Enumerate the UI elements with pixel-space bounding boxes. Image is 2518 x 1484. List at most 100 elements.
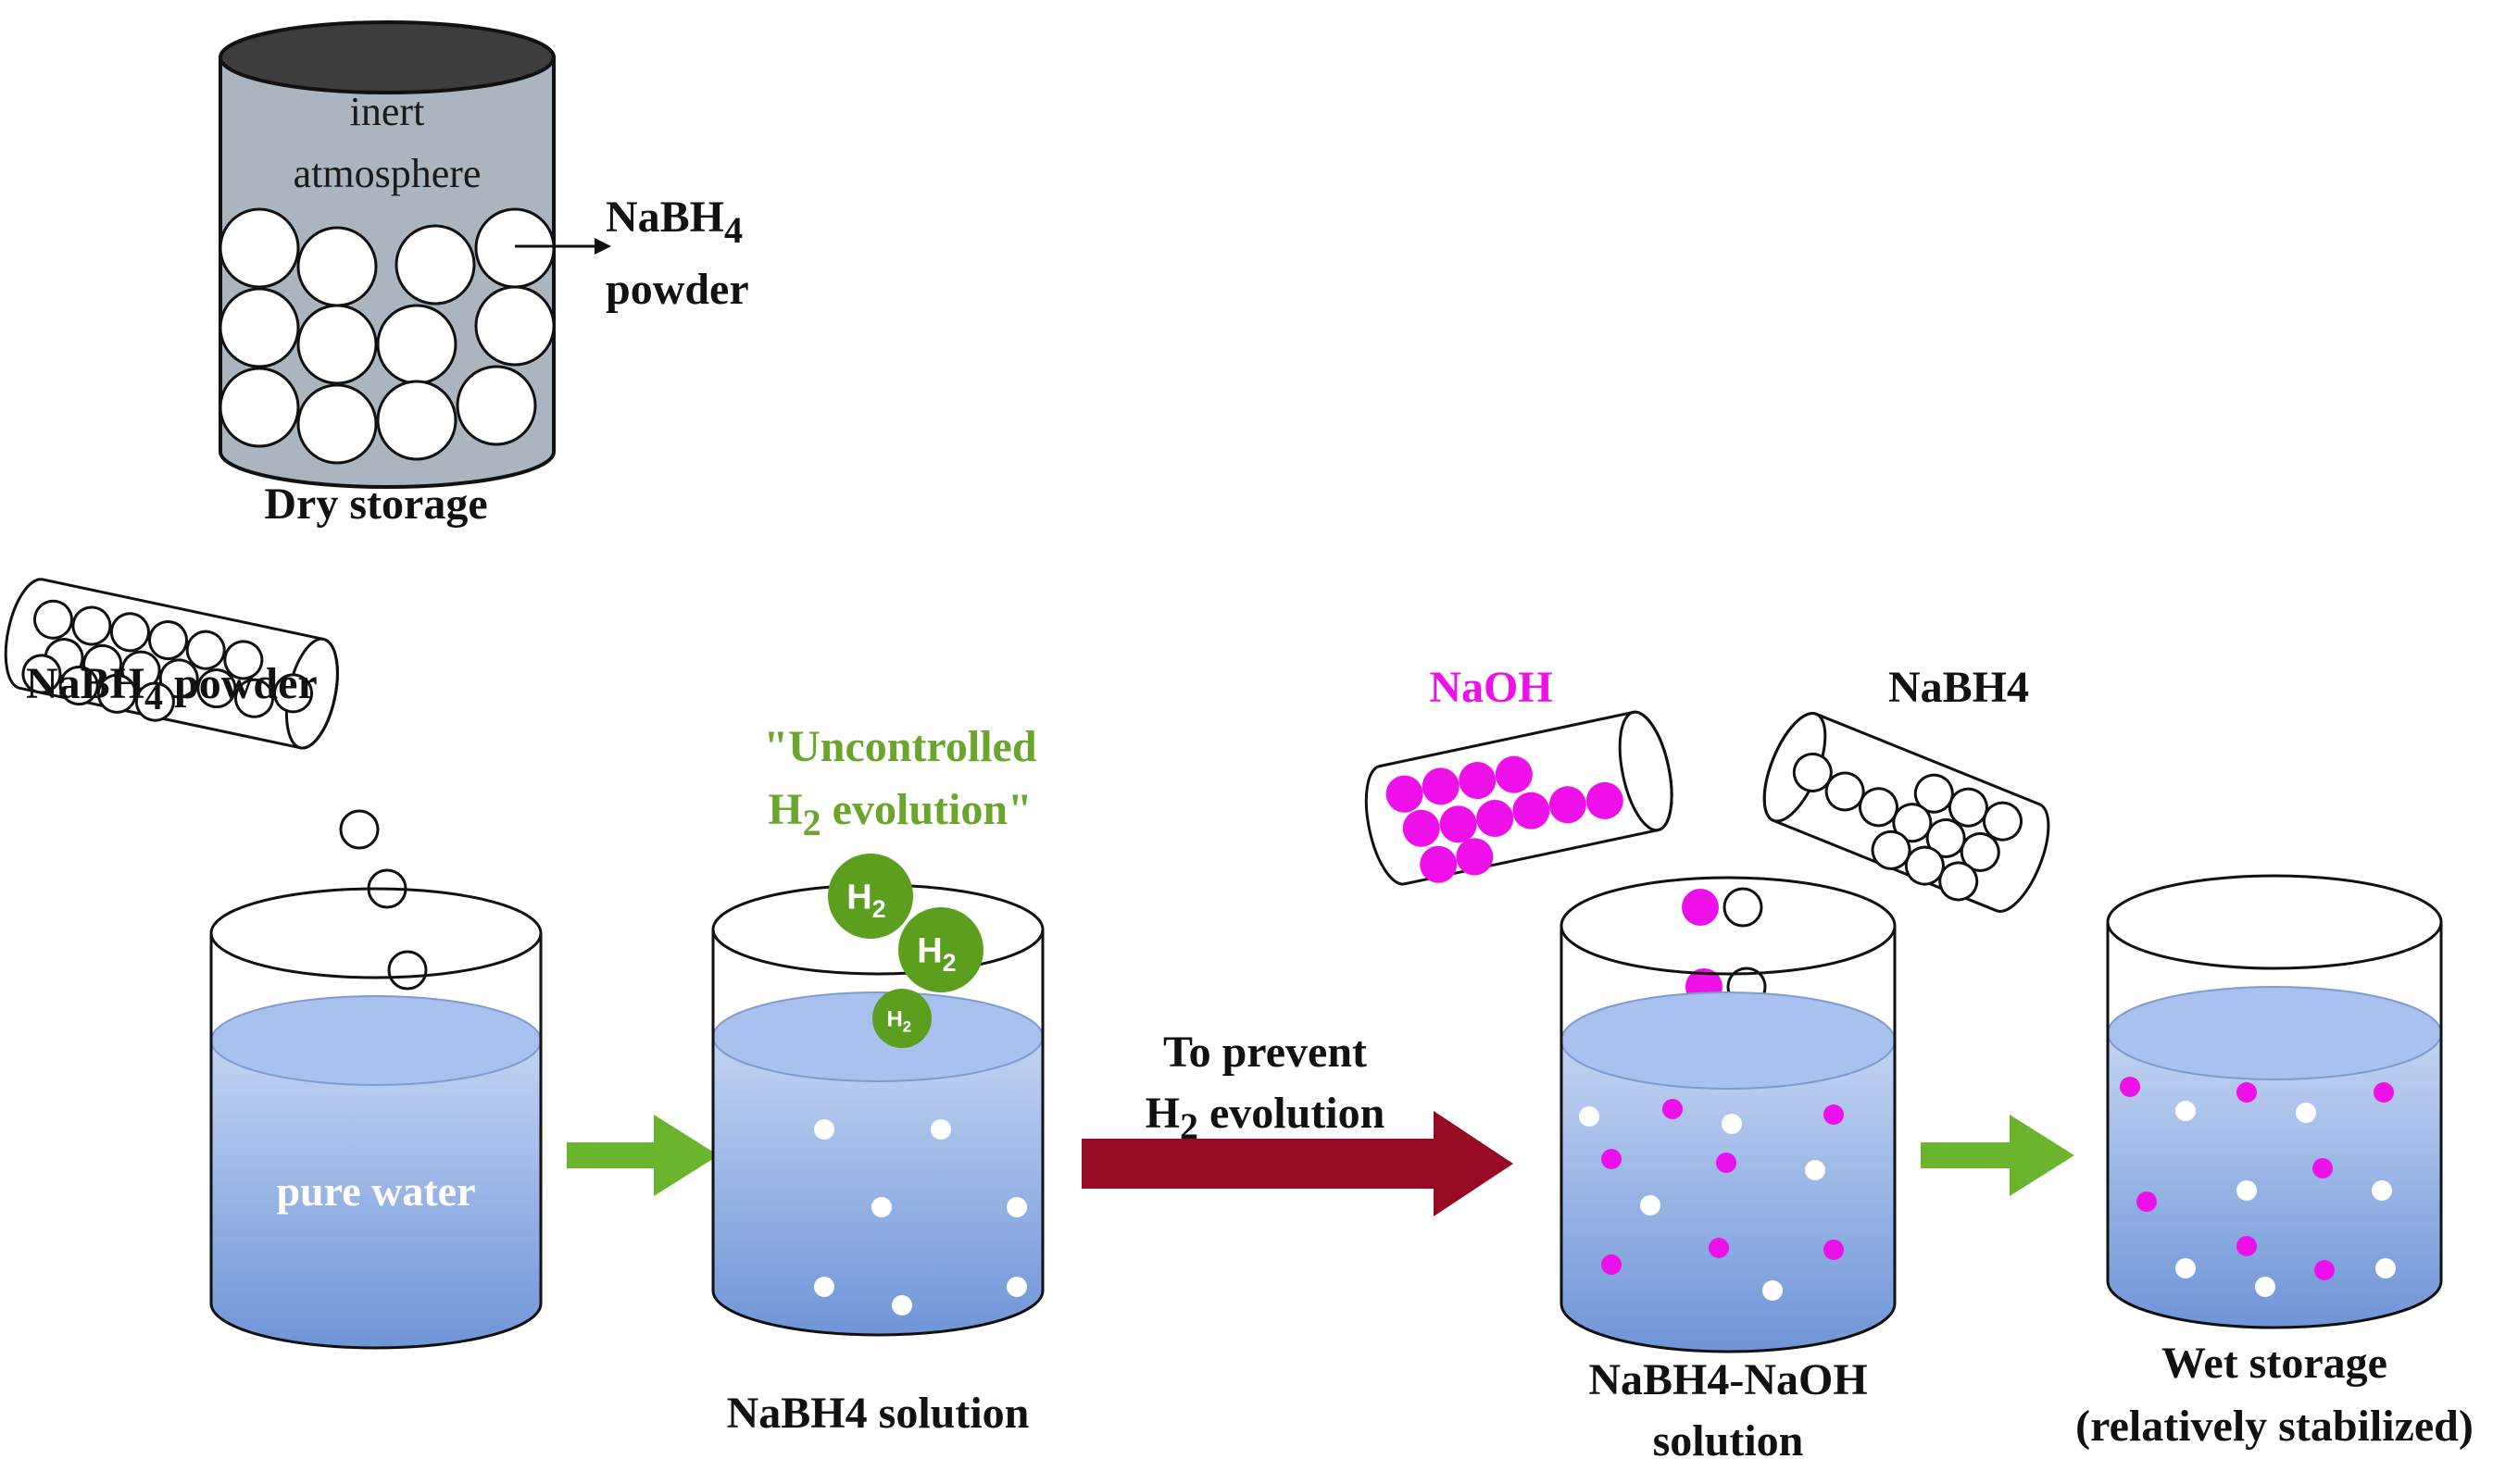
powder-particle (395, 224, 476, 306)
callout-arrow-icon (515, 238, 611, 255)
dissolved-particle (2375, 1258, 2396, 1278)
green-arrow-icon (567, 1115, 719, 1196)
h2-evolution-label: H2 evolution (1146, 1089, 1385, 1147)
powder-particle (158, 658, 199, 699)
dissolved-particle (1722, 1114, 1742, 1134)
beaker-rim (1560, 876, 1897, 976)
naoh-particle (1823, 1240, 1844, 1260)
uncontrolled-label: "Uncontrolled (763, 722, 1036, 771)
nabh4-vial-icon (4, 578, 339, 750)
water-body (713, 1037, 1043, 1335)
naoh-vial-icon (1364, 710, 1673, 886)
powder-particle (96, 673, 137, 714)
pure-water-label: pure water (276, 1167, 475, 1215)
dissolved-particle (1640, 1195, 1660, 1216)
naoh-particle (1512, 792, 1550, 829)
powder-particle (71, 605, 112, 646)
naoh-particle (2236, 1236, 2257, 1256)
beaker-wall (711, 929, 1045, 1337)
powder-particle (21, 654, 62, 694)
dry-storage-caption: Dry storage (264, 480, 487, 529)
nabh4-vial-icon-2 (1762, 712, 2050, 913)
solution-caption: solution (1653, 1416, 1804, 1465)
water-body (1561, 1041, 1895, 1352)
naoh-particle (2236, 1082, 2257, 1103)
dissolved-particle (2236, 1180, 2257, 1201)
powder-particle (196, 668, 237, 709)
dissolved-particle (931, 1119, 951, 1140)
wet-storage-beaker (2106, 874, 2443, 1329)
powder-particle (219, 287, 300, 368)
to-prevent-label: To prevent (1163, 1028, 1367, 1077)
naoh-particle (1385, 775, 1423, 813)
naoh-particle (1682, 889, 1719, 926)
pure-water-beaker (209, 887, 543, 1350)
powder-particle (185, 630, 226, 670)
naoh-particle (1476, 799, 1514, 837)
naoh-particle (1495, 755, 1533, 793)
red-arrow-icon (1082, 1111, 1513, 1216)
powder-particle (1723, 887, 1763, 928)
naoh-particle (1456, 838, 1494, 876)
naoh-particle (2312, 1158, 2333, 1178)
powder-particle (474, 285, 556, 367)
naoh-particle (1716, 1153, 1736, 1173)
powder-particle (1792, 752, 1833, 792)
naoh-particle (2136, 1191, 2157, 1212)
naoh-particle (1823, 1104, 1844, 1125)
powder-particle (120, 650, 161, 691)
h2-bubble-icon: H2 (898, 907, 983, 992)
falling-particle (387, 950, 428, 991)
beaker-wall (2106, 922, 2443, 1329)
dissolved-particle (871, 1197, 892, 1217)
dissolved-particle (2175, 1101, 2196, 1121)
powder-particle (134, 681, 175, 722)
relatively-stabilized-caption: (relatively stabilized) (2075, 1402, 2474, 1451)
powder-particle (219, 207, 300, 289)
powder-particle (456, 365, 537, 446)
beaker-rim (209, 887, 543, 979)
dissolved-particle (2255, 1277, 2275, 1297)
water-surface (210, 995, 542, 1086)
powder-particle (474, 207, 556, 289)
h2-bubble-label: H2 (886, 1006, 911, 1035)
beaker-rim (2106, 874, 2443, 970)
powder-particle (58, 666, 99, 706)
naoh-particle (1402, 809, 1440, 847)
dissolved-particle (1762, 1280, 1783, 1301)
h2-bubble-label: H2 (917, 931, 956, 977)
powder-particle (376, 304, 457, 385)
powder-particle (32, 599, 73, 640)
dissolved-particle (814, 1277, 834, 1297)
atmosphere-label: atmosphere (294, 151, 482, 196)
water-body (211, 1041, 541, 1348)
dissolved-particle (2296, 1103, 2316, 1123)
green-arrow-shape (567, 1115, 719, 1196)
h2-bubble-icon: H2 (872, 989, 932, 1048)
naoh-particle (1585, 781, 1623, 819)
powder-callout-label: powder (606, 265, 749, 314)
dissolved-particle (1579, 1106, 1599, 1127)
falling-particles (339, 809, 428, 991)
beaker-wall (1560, 926, 1897, 1353)
nabh4-label: NaBH4 (1888, 663, 2029, 712)
powder-particle (296, 383, 378, 465)
inert-label: inert (350, 89, 425, 134)
naoh-particle (1601, 1149, 1622, 1169)
green-arrow-icon-2 (1921, 1115, 2074, 1196)
powder-particle (296, 226, 378, 307)
green-arrow-shape (1921, 1115, 2074, 1196)
nabh4-solution-caption: NaBH4 solution (727, 1389, 1030, 1438)
dissolved-particle (814, 1119, 834, 1140)
dry-storage-container: inert atmosphere (219, 20, 556, 489)
wet-storage-caption: Wet storage (2161, 1339, 2387, 1388)
powder-particle (223, 640, 264, 680)
h2-bubble-label: H2 (846, 878, 885, 923)
falling-particles-2 (1682, 887, 1767, 1007)
naoh-particle (2314, 1260, 2335, 1280)
naoh-particle (1662, 1099, 1683, 1119)
nabh4-solution-beaker (711, 883, 1045, 1337)
dissolved-particle (1805, 1160, 1825, 1180)
powder-particle (148, 620, 189, 661)
